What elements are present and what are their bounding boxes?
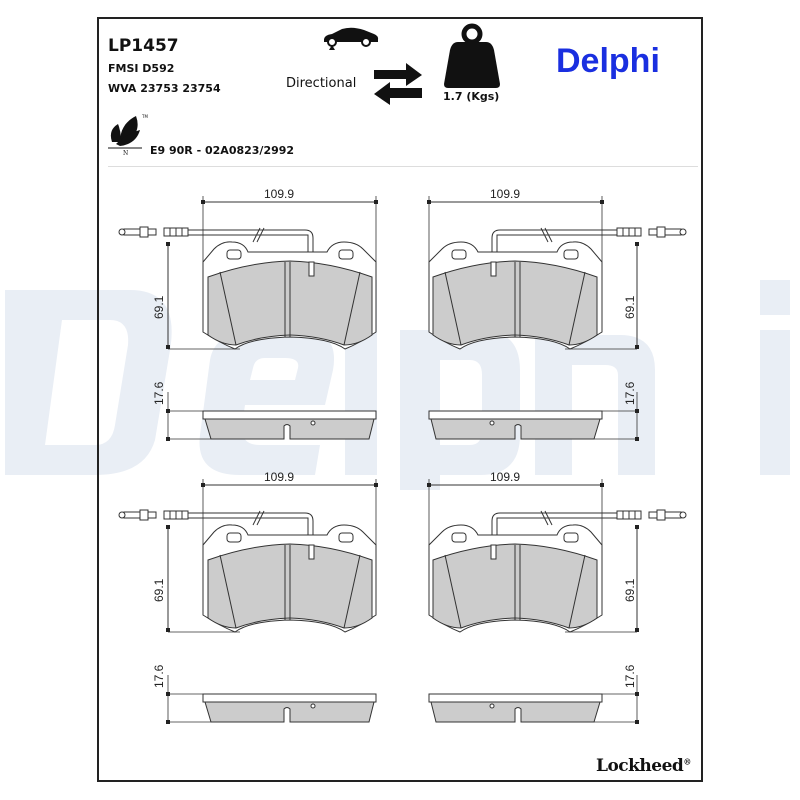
- pad-drawing-bottom-right: 109.9 69.1 17.6: [426, 470, 687, 725]
- fmsi-code: FMSI D592: [108, 62, 175, 75]
- lockheed-logo: Lockheed®: [596, 756, 691, 776]
- svg-text:17.6: 17.6: [623, 381, 637, 405]
- datasheet-frame: [97, 17, 703, 782]
- fitting-direction-label: Directional: [286, 76, 357, 91]
- weight-icon: [444, 23, 500, 88]
- weight-value: 1.7 (Kgs): [443, 90, 500, 103]
- eco-leaf-icon: N TM: [108, 114, 148, 156]
- directional-arrows-icon: [374, 63, 422, 105]
- svg-text:17.6: 17.6: [152, 381, 166, 405]
- delphi-logo: Delphi: [556, 42, 660, 80]
- svg-text:69.1: 69.1: [623, 295, 637, 319]
- svg-text:109.9: 109.9: [490, 187, 520, 201]
- lockheed-text: Lockheed: [596, 756, 684, 776]
- svg-text:109.9: 109.9: [490, 470, 520, 484]
- delphi-watermark: [5, 280, 790, 490]
- part-number: LP1457: [108, 36, 179, 56]
- svg-text:109.9: 109.9: [264, 470, 294, 484]
- svg-text:17.6: 17.6: [623, 664, 637, 688]
- svg-text:TM: TM: [141, 114, 148, 119]
- header-separator: [108, 166, 698, 167]
- registered-mark: ®: [683, 756, 691, 767]
- svg-text:N: N: [123, 150, 128, 156]
- approval-code: E9 90R - 02A0823/2992: [150, 144, 295, 157]
- pad-drawing-bottom-left: 109.9 69.1 17.6: [118, 470, 379, 725]
- svg-text:69.1: 69.1: [623, 578, 637, 602]
- car-on-lift-icon: [324, 27, 379, 50]
- svg-text:69.1: 69.1: [152, 578, 166, 602]
- pad-drawing-top-right: 109.9 69.1 17.6: [426, 187, 687, 442]
- svg-text:17.6: 17.6: [152, 664, 166, 688]
- svg-text:69.1: 69.1: [152, 295, 166, 319]
- pad-drawing-top-left: 109.9 69.1 17.6: [118, 187, 379, 442]
- svg-text:109.9: 109.9: [264, 187, 294, 201]
- wva-codes: WVA 23753 23754: [108, 82, 221, 95]
